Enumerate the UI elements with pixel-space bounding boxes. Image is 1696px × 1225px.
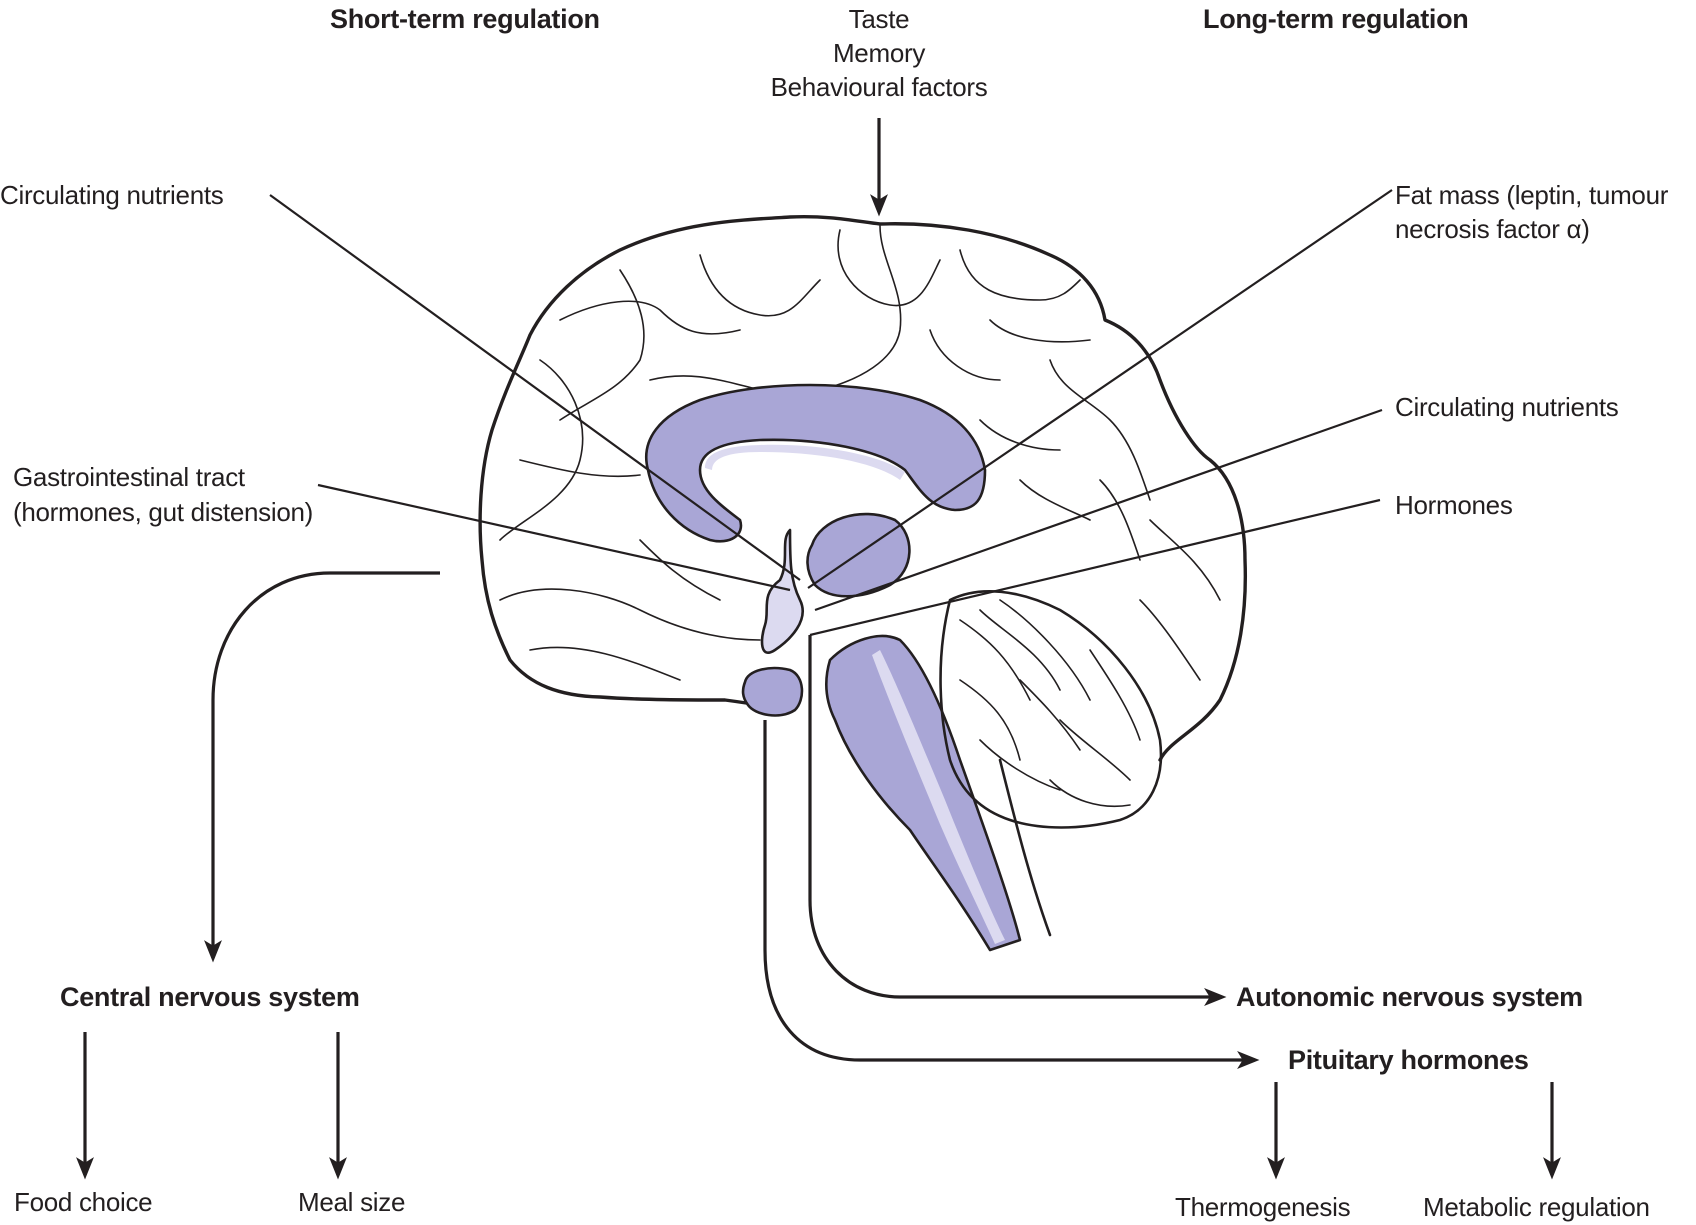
label-circulating-nutrients-left: Circulating nutrients	[0, 180, 224, 210]
brainstem	[825, 634, 1022, 952]
heading-short-term: Short-term regulation	[330, 4, 600, 34]
label-hormones: Hormones	[1395, 490, 1513, 520]
leader-hormones	[809, 498, 1381, 637]
label-ans: Autonomic nervous system	[1236, 982, 1583, 1012]
arrow-to-cns	[204, 571, 440, 963]
label-metabolic-regulation: Metabolic regulation	[1423, 1192, 1650, 1222]
gyri-lines	[499, 225, 1221, 681]
corpus-callosum-highlight	[705, 444, 905, 480]
leader-lines	[269, 189, 1393, 637]
label-fat-mass-line2: necrosis factor α)	[1395, 214, 1590, 244]
heading-long-term: Long-term regulation	[1203, 4, 1469, 34]
label-gi-tract-line2: (hormones, gut distension)	[13, 497, 314, 527]
hypothalamus	[760, 528, 804, 654]
flow-arrows	[76, 118, 1561, 1180]
thalamus	[806, 512, 911, 598]
spinal-cord	[998, 758, 1052, 937]
top-input-memory: Memory	[832, 38, 926, 68]
corpus-callosum	[645, 383, 987, 543]
top-input-taste: Taste	[848, 4, 910, 34]
leader-fat-mass	[807, 189, 1393, 589]
leader-circulating-nutrients-left	[269, 194, 801, 581]
brainstem-highlight	[872, 650, 1005, 944]
label-thermogenesis: Thermogenesis	[1175, 1192, 1351, 1222]
cerebrum-outline	[478, 214, 1247, 762]
top-input-behavioural: Behavioural factors	[770, 72, 988, 102]
arrow-to-ans	[808, 635, 1227, 1006]
leader-gi-tract	[317, 483, 791, 592]
cerebellum	[939, 590, 1163, 829]
pituitary	[741, 666, 804, 717]
label-gi-tract-line1: Gastrointestinal tract	[13, 462, 245, 492]
label-meal-size: Meal size	[298, 1187, 406, 1217]
label-circulating-nutrients-right: Circulating nutrients	[1395, 392, 1619, 422]
label-fat-mass-line1: Fat mass (leptin, tumour	[1395, 180, 1669, 210]
arrow-to-pituitary-hormones	[763, 720, 1260, 1069]
leader-circulating-nutrients-right	[814, 408, 1383, 612]
label-food-choice: Food choice	[14, 1187, 153, 1217]
brain-illustration	[478, 214, 1247, 952]
label-pituitary-hormones: Pituitary hormones	[1288, 1045, 1529, 1075]
label-cns: Central nervous system	[60, 982, 360, 1012]
